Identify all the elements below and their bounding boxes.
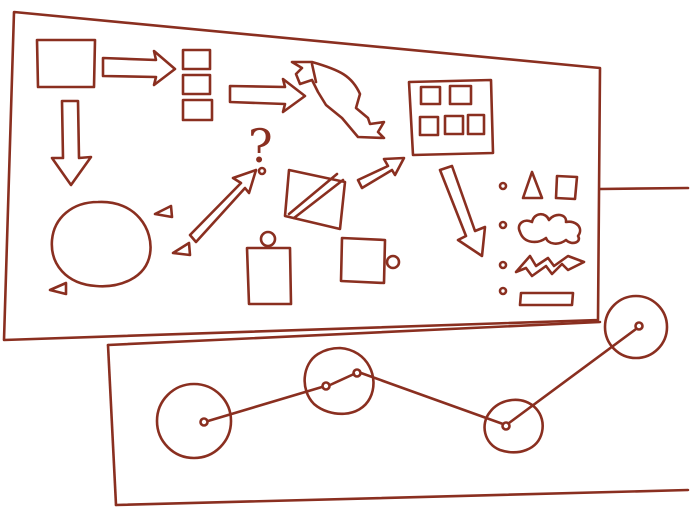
question-mark: ? [248, 119, 273, 173]
lower-panel-left-edge [108, 345, 116, 505]
network-node-2-left-point [323, 383, 330, 390]
network-node-1-center [201, 419, 208, 426]
lower-panel-right-edge-upper [600, 188, 688, 189]
network-link-3-4 [509, 329, 636, 423]
network-node-1 [157, 384, 231, 458]
network-link-1-2 [208, 387, 322, 421]
lower-panel-bottom-edge [116, 490, 688, 505]
network-link-2-3 [361, 373, 503, 424]
upper-panel: ? [4, 12, 600, 340]
network-link-2-2 [330, 374, 354, 385]
sketch-ink: ? [4, 12, 688, 505]
network-node-3 [485, 400, 543, 452]
